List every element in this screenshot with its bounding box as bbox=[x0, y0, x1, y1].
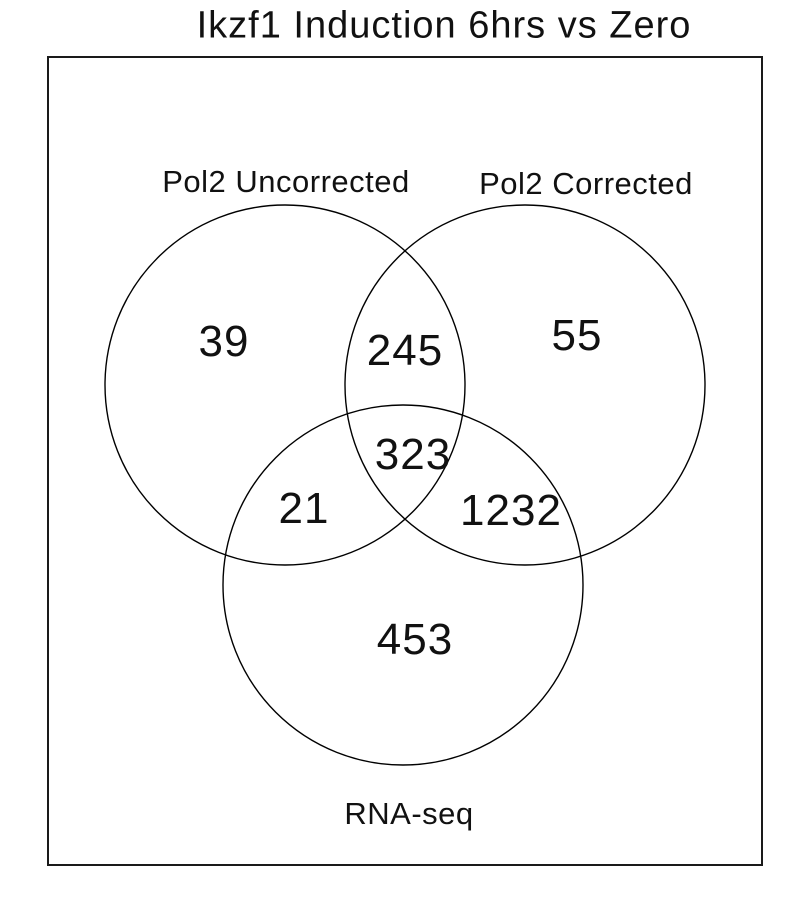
region-value-uncorrected-only: 39 bbox=[198, 317, 250, 366]
circle-pol2-uncorrected bbox=[104, 204, 466, 566]
circle-rna-seq bbox=[222, 404, 584, 766]
plot-border bbox=[47, 56, 763, 866]
region-value-all-three: 323 bbox=[374, 430, 452, 479]
region-value-rnaseq-only: 453 bbox=[376, 615, 454, 664]
circle-pol2-corrected bbox=[344, 204, 706, 566]
chart-title: Ikzf1 Induction 6hrs vs Zero bbox=[196, 4, 692, 47]
region-value-corrected-and-rnaseq: 1232 bbox=[460, 486, 562, 535]
set-label-pol2-uncorrected: Pol2 Uncorrected bbox=[162, 164, 410, 199]
region-value-uncorrected-and-corrected: 245 bbox=[366, 326, 444, 375]
region-value-corrected-only: 55 bbox=[551, 311, 603, 360]
set-label-pol2-corrected: Pol2 Corrected bbox=[479, 166, 693, 201]
set-label-rna-seq: RNA-seq bbox=[344, 796, 474, 831]
region-value-uncorrected-and-rnaseq: 21 bbox=[278, 484, 330, 533]
